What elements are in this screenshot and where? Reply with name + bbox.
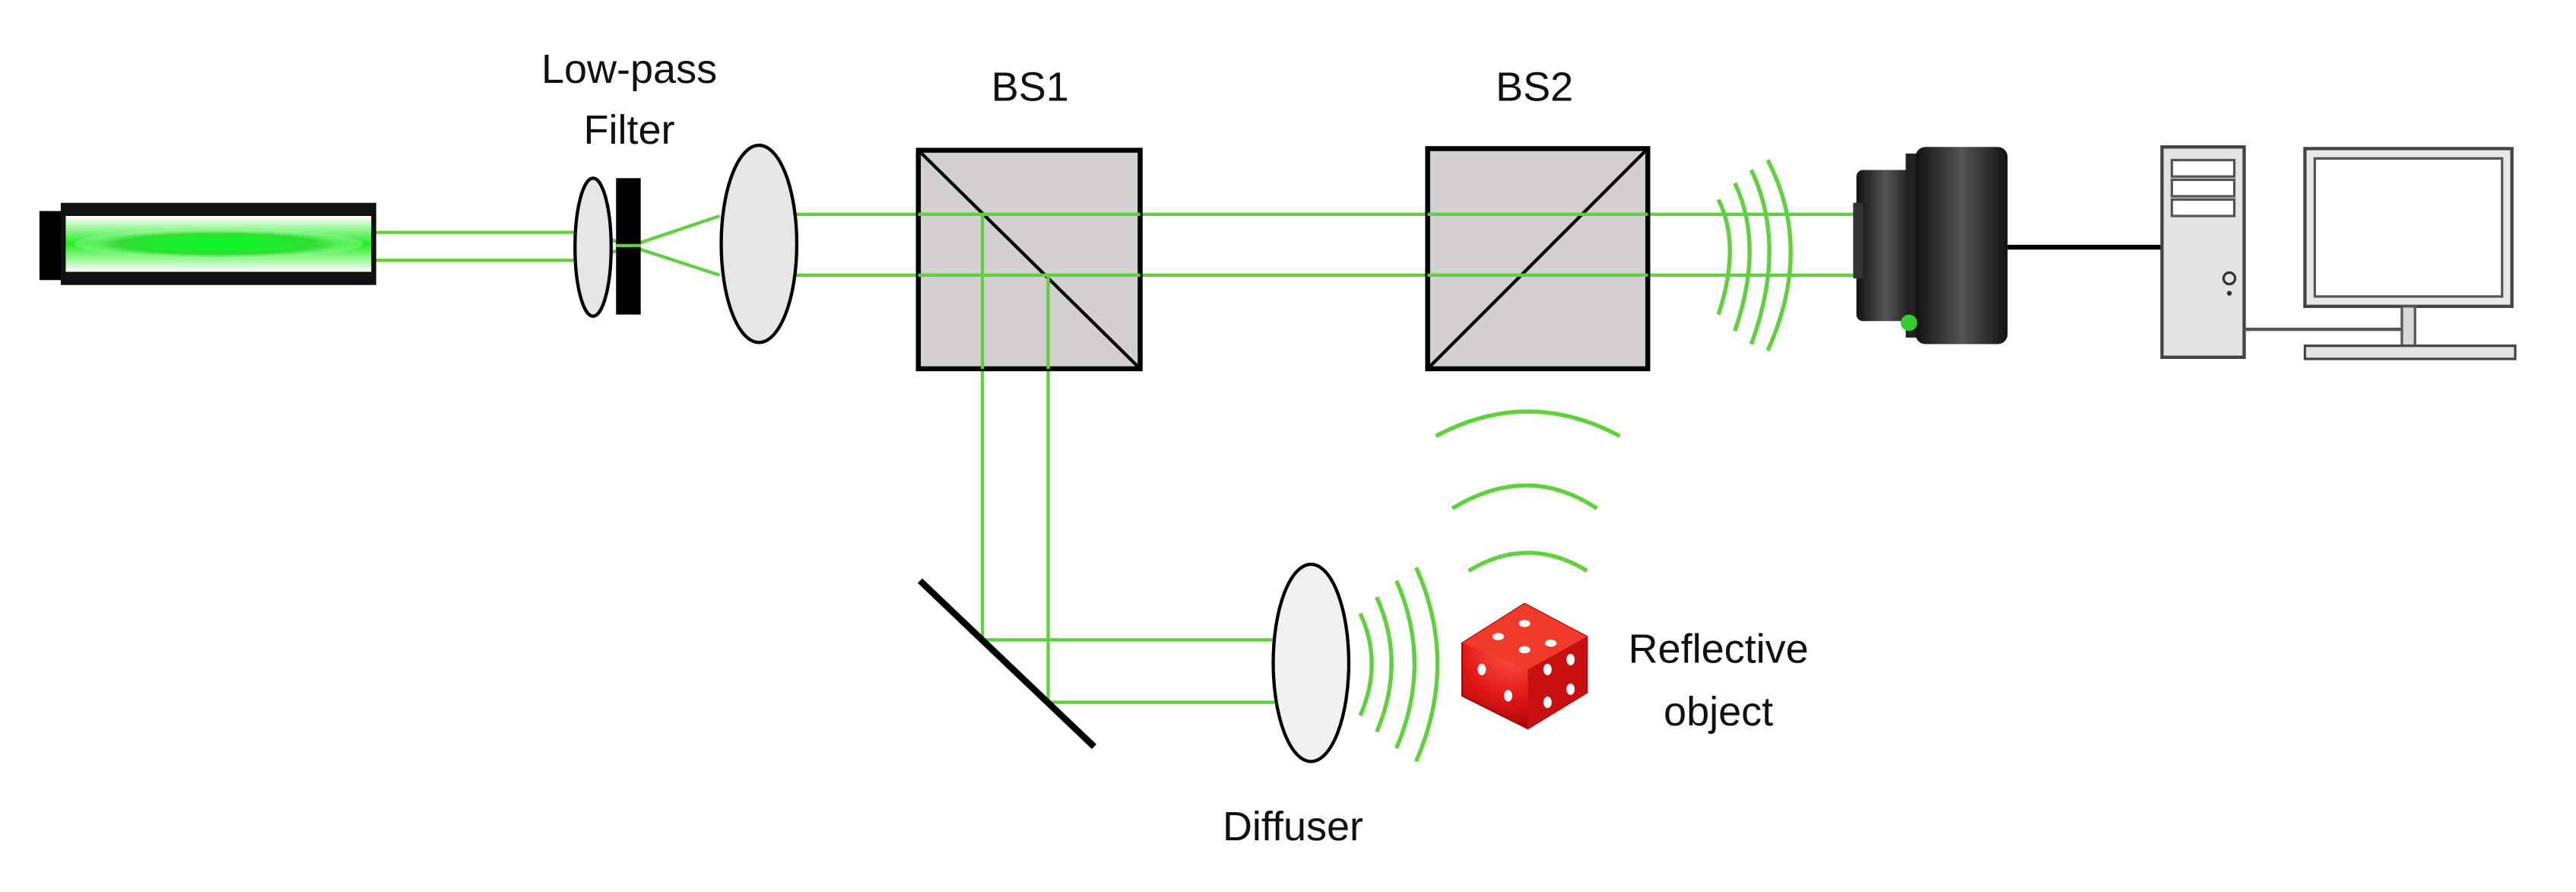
label-diffuser: Diffuser bbox=[1223, 804, 1363, 849]
mirror bbox=[918, 578, 1097, 750]
diffuser-lens bbox=[1271, 562, 1351, 763]
label-lowpass-line2: Filter bbox=[584, 107, 675, 153]
camera-icon bbox=[1853, 147, 2008, 344]
label-lowpass-line1: Low-pass bbox=[541, 46, 717, 92]
dice-icon bbox=[1461, 602, 1588, 730]
label-bs2: BS2 bbox=[1496, 65, 1573, 110]
wavefronts-to-camera bbox=[1716, 159, 1793, 352]
beam-splitter-bs2 bbox=[1425, 146, 1651, 372]
wavefronts-from-diffuser bbox=[1358, 567, 1440, 763]
computer-tower bbox=[2160, 145, 2246, 359]
low-pass-filter bbox=[573, 176, 641, 318]
collimating-lens bbox=[719, 143, 799, 344]
label-object-line1: Reflective bbox=[1629, 627, 1809, 672]
wavefronts-from-object bbox=[1435, 409, 1621, 573]
laser-tube-icon bbox=[39, 202, 376, 285]
desktop-computer-icon bbox=[2007, 145, 2517, 360]
label-object-line2: object bbox=[1664, 689, 1773, 735]
label-bs1: BS1 bbox=[991, 65, 1069, 110]
focusing-lens bbox=[573, 176, 613, 318]
beam-splitter-bs1 bbox=[915, 148, 1143, 372]
